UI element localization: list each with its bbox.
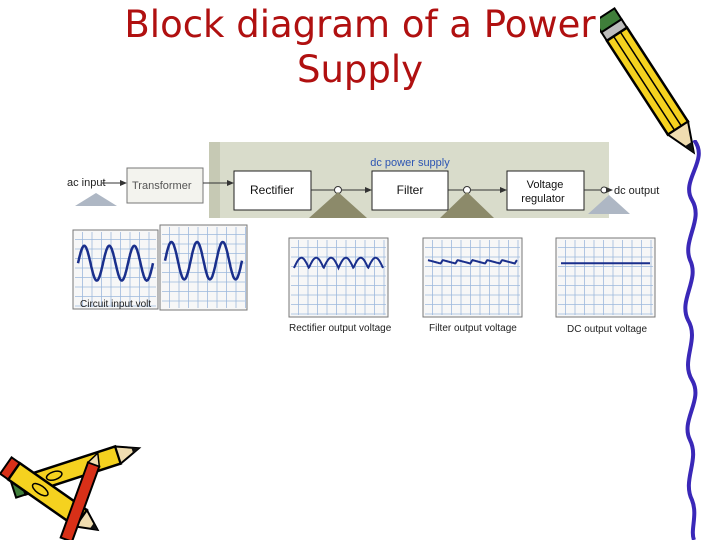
scope-transformer xyxy=(159,224,248,311)
slide-title-line-1: Block diagram of a Power xyxy=(124,3,596,46)
dc-output-label: dc output xyxy=(614,185,659,197)
filter-block[interactable] xyxy=(371,170,449,211)
regulator-label-line-2: regulator xyxy=(521,193,565,205)
dc-scope-caption: DC output voltage xyxy=(567,324,647,335)
scope-grid xyxy=(75,232,156,307)
filter-scope-caption: Filter output voltage xyxy=(429,323,517,334)
slide-title-line-2: Supply xyxy=(296,48,424,91)
crossed-pencils-icon xyxy=(0,444,142,540)
slide-title: Block diagram of a Power Supply xyxy=(60,2,660,92)
scope-grid xyxy=(425,240,520,315)
rectifier-wave-marker xyxy=(309,192,367,218)
input-scope-caption: Circuit input volt xyxy=(80,299,151,310)
transformer-label: Transformer xyxy=(132,180,192,192)
scope-filter xyxy=(422,237,523,318)
regulator-label-line-1: Voltage xyxy=(527,179,564,191)
scope-input xyxy=(72,229,159,310)
voltage-regulator-block[interactable] xyxy=(506,170,585,211)
dc-power-supply-label: dc power supply xyxy=(370,157,450,169)
scope-dc xyxy=(555,237,656,318)
transformer-sine-trace xyxy=(163,240,244,281)
input-sine-trace xyxy=(76,244,155,282)
input-wave-marker xyxy=(75,193,117,206)
rectifier-block[interactable] xyxy=(233,170,312,211)
filter-label: Filter xyxy=(397,183,424,197)
scope-grid xyxy=(558,240,653,315)
wavy-line xyxy=(683,140,701,540)
filter-trace xyxy=(427,258,518,265)
rectifier-label: Rectifier xyxy=(250,183,294,197)
rectifier-scope-caption: Rectifier output voltage xyxy=(289,323,392,334)
filter-wave-marker xyxy=(440,192,494,218)
transformer-block xyxy=(126,167,204,204)
rectifier-trace xyxy=(293,256,384,271)
scope-rectifier xyxy=(288,237,389,318)
dc-output-wave-marker xyxy=(588,195,630,214)
ac-input-label: ac input xyxy=(67,177,106,189)
pencil-icon xyxy=(600,6,696,155)
